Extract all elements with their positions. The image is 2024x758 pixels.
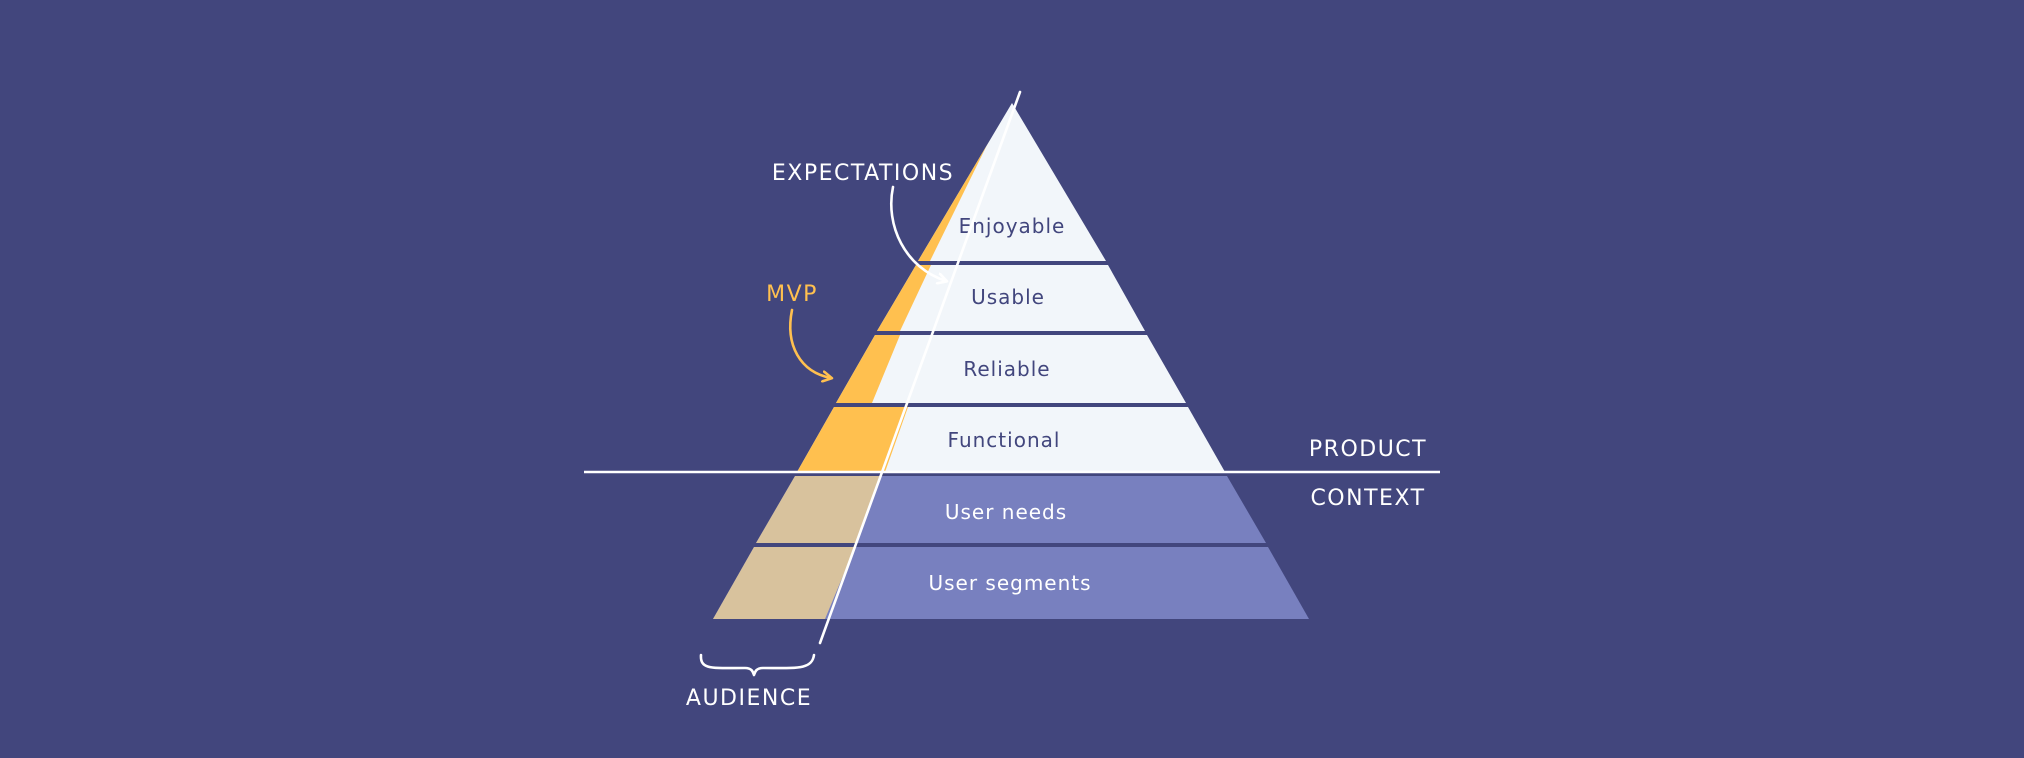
mvp-label: MVP — [766, 282, 818, 307]
tier-functional: Functional — [797, 407, 1225, 472]
audience-label: AUDIENCE — [686, 686, 812, 711]
tier-enjoyable-product-fill — [918, 103, 1106, 261]
tier-label: User needs — [945, 500, 1067, 524]
tier-label: User segments — [928, 571, 1091, 595]
product-label: PRODUCT — [1309, 437, 1427, 462]
expectations-label: EXPECTATIONS — [772, 161, 954, 186]
tier-enjoyable: Enjoyable — [918, 103, 1106, 261]
mvp-arrow-icon — [789, 308, 831, 378]
tier-user-segments: User segments — [713, 547, 1309, 619]
tier-functional-mvp-fill — [797, 407, 910, 472]
expectations-arrow-icon — [890, 185, 946, 281]
tier-usable: Usable — [877, 265, 1145, 331]
tier-user-segments-audience-fill — [713, 547, 860, 619]
tier-user-needs: User needs — [756, 476, 1266, 543]
tier-reliable: Reliable — [836, 335, 1186, 403]
tier-label: Functional — [948, 428, 1061, 452]
context-label: CONTEXT — [1310, 486, 1425, 511]
expectations-line — [818, 90, 1022, 645]
tier-label: Usable — [971, 285, 1045, 309]
tier-label: Reliable — [963, 357, 1050, 381]
tier-label: Enjoyable — [959, 214, 1066, 238]
audience-brace-icon — [699, 653, 816, 677]
tier-user-needs-audience-fill — [756, 476, 883, 543]
